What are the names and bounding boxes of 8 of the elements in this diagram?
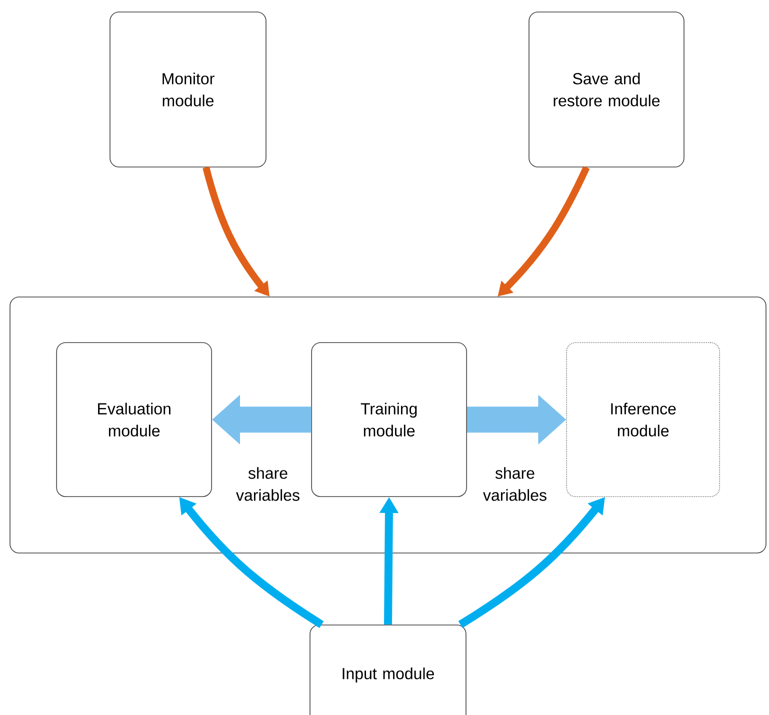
module-box: Evaluation module [56,342,212,497]
module-box: Inference module [566,342,720,497]
module-box: Input module [310,624,466,715]
edge-label: share variables [227,466,309,502]
module-box: Monitor module [110,12,266,168]
edge-label: share variables [474,466,556,502]
module-box: Training module [311,342,467,497]
module-box: Save and restore module [528,12,684,168]
